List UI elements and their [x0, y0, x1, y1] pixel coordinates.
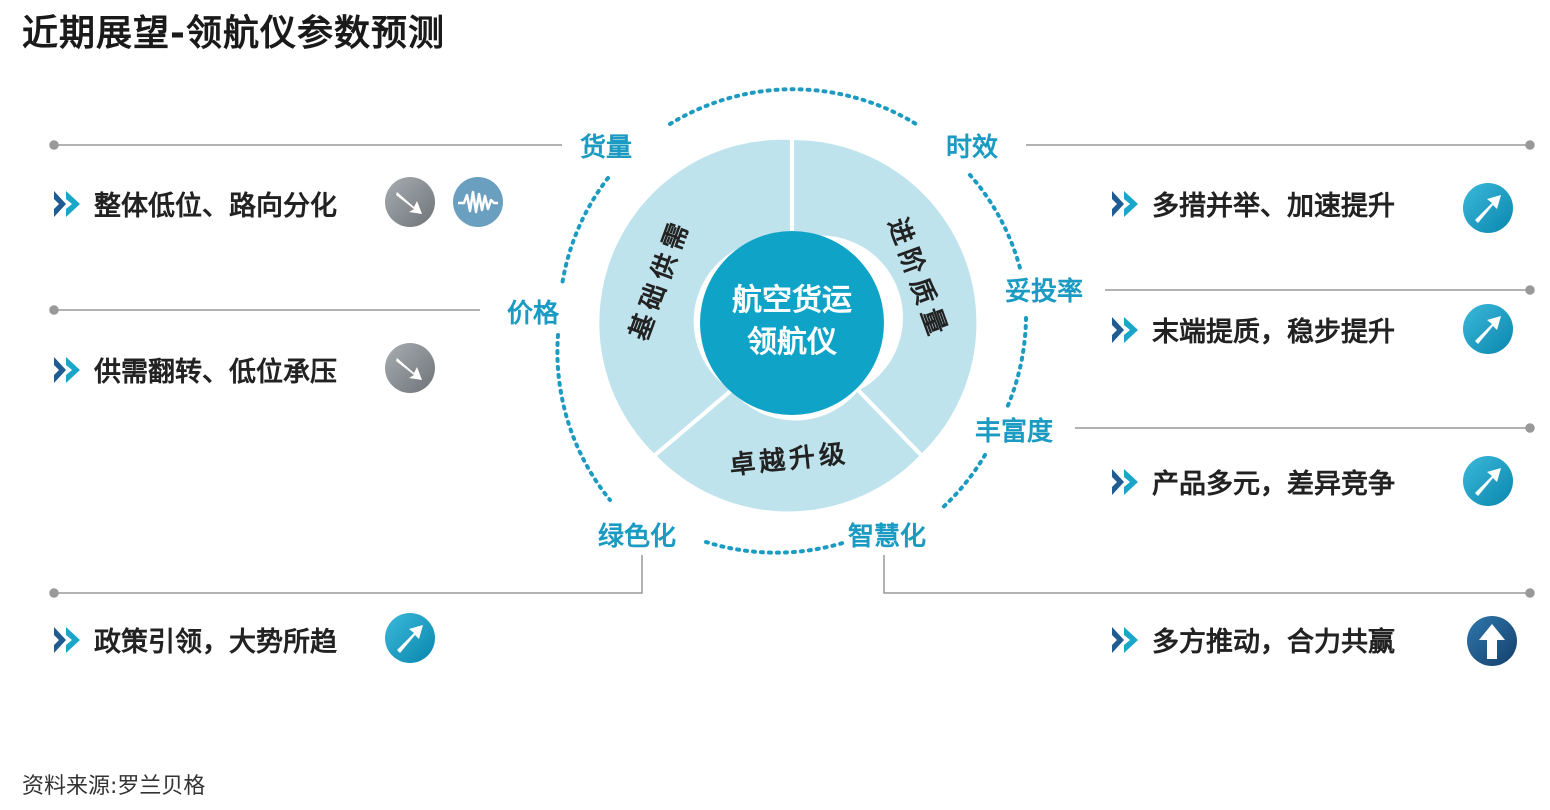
double-chevron-icon — [1112, 468, 1138, 495]
connector-dot — [49, 305, 59, 315]
center-circle — [700, 231, 884, 415]
item-text: 整体低位、路向分化 — [94, 191, 337, 222]
connector-smart — [883, 555, 1530, 594]
param-punctuality: 妥投率 — [1005, 277, 1084, 307]
connector-dot — [49, 140, 59, 150]
item-smart: 多方推动，合力共赢 — [1110, 620, 1395, 659]
down-right-arrow-icon — [385, 343, 435, 393]
item-text: 政策引领，大势所趋 — [94, 627, 337, 658]
center-title-line1: 航空货运 — [732, 283, 852, 318]
item-text: 末端提质，稳步提升 — [1152, 317, 1395, 348]
param-timeliness: 时效 — [946, 133, 999, 163]
up-right-arrow-icon — [1463, 456, 1513, 506]
arc-lower-left — [555, 333, 612, 502]
ring-segment-left — [595, 135, 794, 459]
connector-dot — [1525, 285, 1535, 295]
item-text: 多措并举、加速提升 — [1152, 191, 1395, 222]
arc-lower-right — [938, 453, 987, 512]
arc-bottom — [704, 540, 848, 555]
double-chevron-icon — [54, 626, 80, 653]
double-chevron-icon — [54, 356, 80, 383]
up-right-arrow-icon — [1463, 183, 1513, 233]
ring — [595, 135, 981, 516]
connector-dot — [1525, 423, 1535, 433]
up-arrow-icon — [1467, 616, 1517, 666]
up-right-arrow-icon — [1463, 304, 1513, 354]
source-note: 资料来源:罗兰贝格 — [22, 774, 206, 799]
fluctuation-icon — [453, 177, 503, 227]
item-volume: 整体低位、路向分化 — [52, 184, 337, 223]
item-richness: 产品多元，差异竞争 — [1110, 462, 1395, 501]
connector-dot — [1525, 140, 1535, 150]
param-green: 绿色化 — [598, 522, 677, 552]
param-smart: 智慧化 — [848, 522, 927, 552]
param-volume: 货量 — [580, 133, 633, 163]
up-right-arrow-icon — [385, 613, 435, 663]
item-text: 供需翻转、低位承压 — [94, 357, 337, 388]
connector-dot — [1525, 588, 1535, 598]
arc-upper-left — [560, 176, 610, 287]
item-timeliness: 多措并举、加速提升 — [1110, 184, 1395, 223]
item-price: 供需翻转、低位承压 — [52, 350, 337, 389]
double-chevron-icon — [1112, 316, 1138, 343]
connector-green — [54, 555, 643, 594]
param-richness: 丰富度 — [975, 417, 1054, 447]
ring-segment-bottom — [651, 385, 925, 516]
arc-top — [668, 87, 918, 126]
page-title: 近期展望-领航仪参数预测 — [22, 13, 445, 54]
item-punctuality: 末端提质，稳步提升 — [1110, 310, 1395, 349]
center-title-line2: 领航仪 — [747, 325, 837, 360]
double-chevron-icon — [1112, 190, 1138, 217]
item-text: 多方推动，合力共赢 — [1152, 627, 1395, 658]
arc-right — [1004, 316, 1028, 412]
ring-segment-right — [790, 135, 981, 459]
param-price: 价格 — [507, 299, 560, 329]
arc-upper-right — [968, 173, 1022, 270]
item-text: 产品多元，差异竞争 — [1152, 469, 1395, 500]
dotted-arcs — [555, 87, 1028, 555]
item-green: 政策引领，大势所趋 — [52, 620, 337, 659]
double-chevron-icon — [54, 190, 80, 217]
down-right-arrow-icon — [385, 177, 435, 227]
double-chevron-icon — [1112, 626, 1138, 653]
connector-dot — [49, 588, 59, 598]
connector-lines — [49, 140, 1535, 598]
